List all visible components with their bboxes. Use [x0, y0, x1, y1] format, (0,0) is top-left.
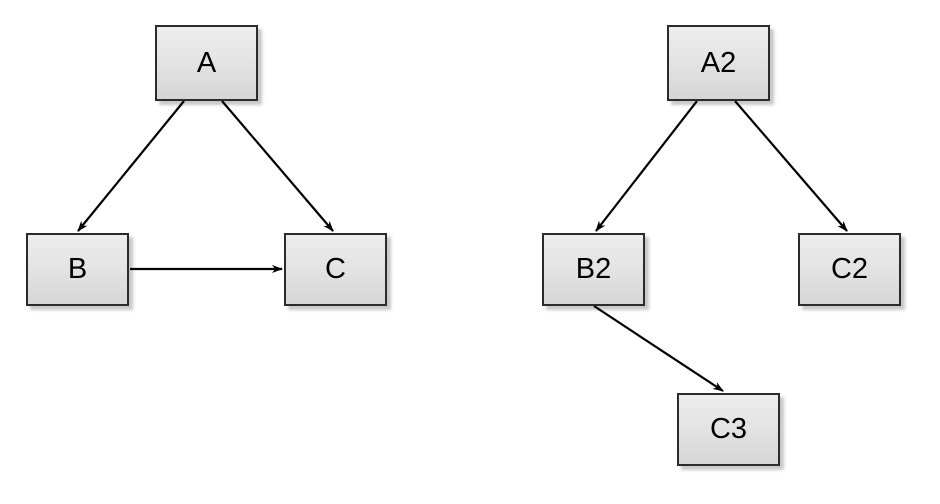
node-label-a: A	[196, 46, 217, 79]
edge-a2-c2[interactable]	[734, 100, 848, 232]
node-c3[interactable]: C3	[677, 393, 780, 466]
edges-group	[77, 100, 848, 392]
node-c[interactable]: C	[284, 233, 387, 306]
edge-b2-c3[interactable]	[593, 305, 724, 392]
node-label-a2: A2	[700, 46, 737, 79]
edge-a-c[interactable]	[221, 100, 334, 232]
node-label-c3: C3	[709, 413, 748, 445]
edge-a-b[interactable]	[77, 100, 185, 232]
node-b[interactable]: B	[26, 233, 129, 306]
node-b2[interactable]: B2	[542, 233, 645, 306]
node-a2[interactable]: A2	[667, 25, 770, 101]
node-c2[interactable]: C2	[798, 233, 901, 306]
node-label-c: C	[325, 253, 346, 285]
node-label-b: B	[67, 253, 88, 285]
edge-a2-b2[interactable]	[595, 100, 698, 232]
node-a[interactable]: A	[155, 25, 258, 101]
node-label-b2: B2	[575, 253, 612, 285]
node-label-c2: C2	[830, 253, 869, 285]
